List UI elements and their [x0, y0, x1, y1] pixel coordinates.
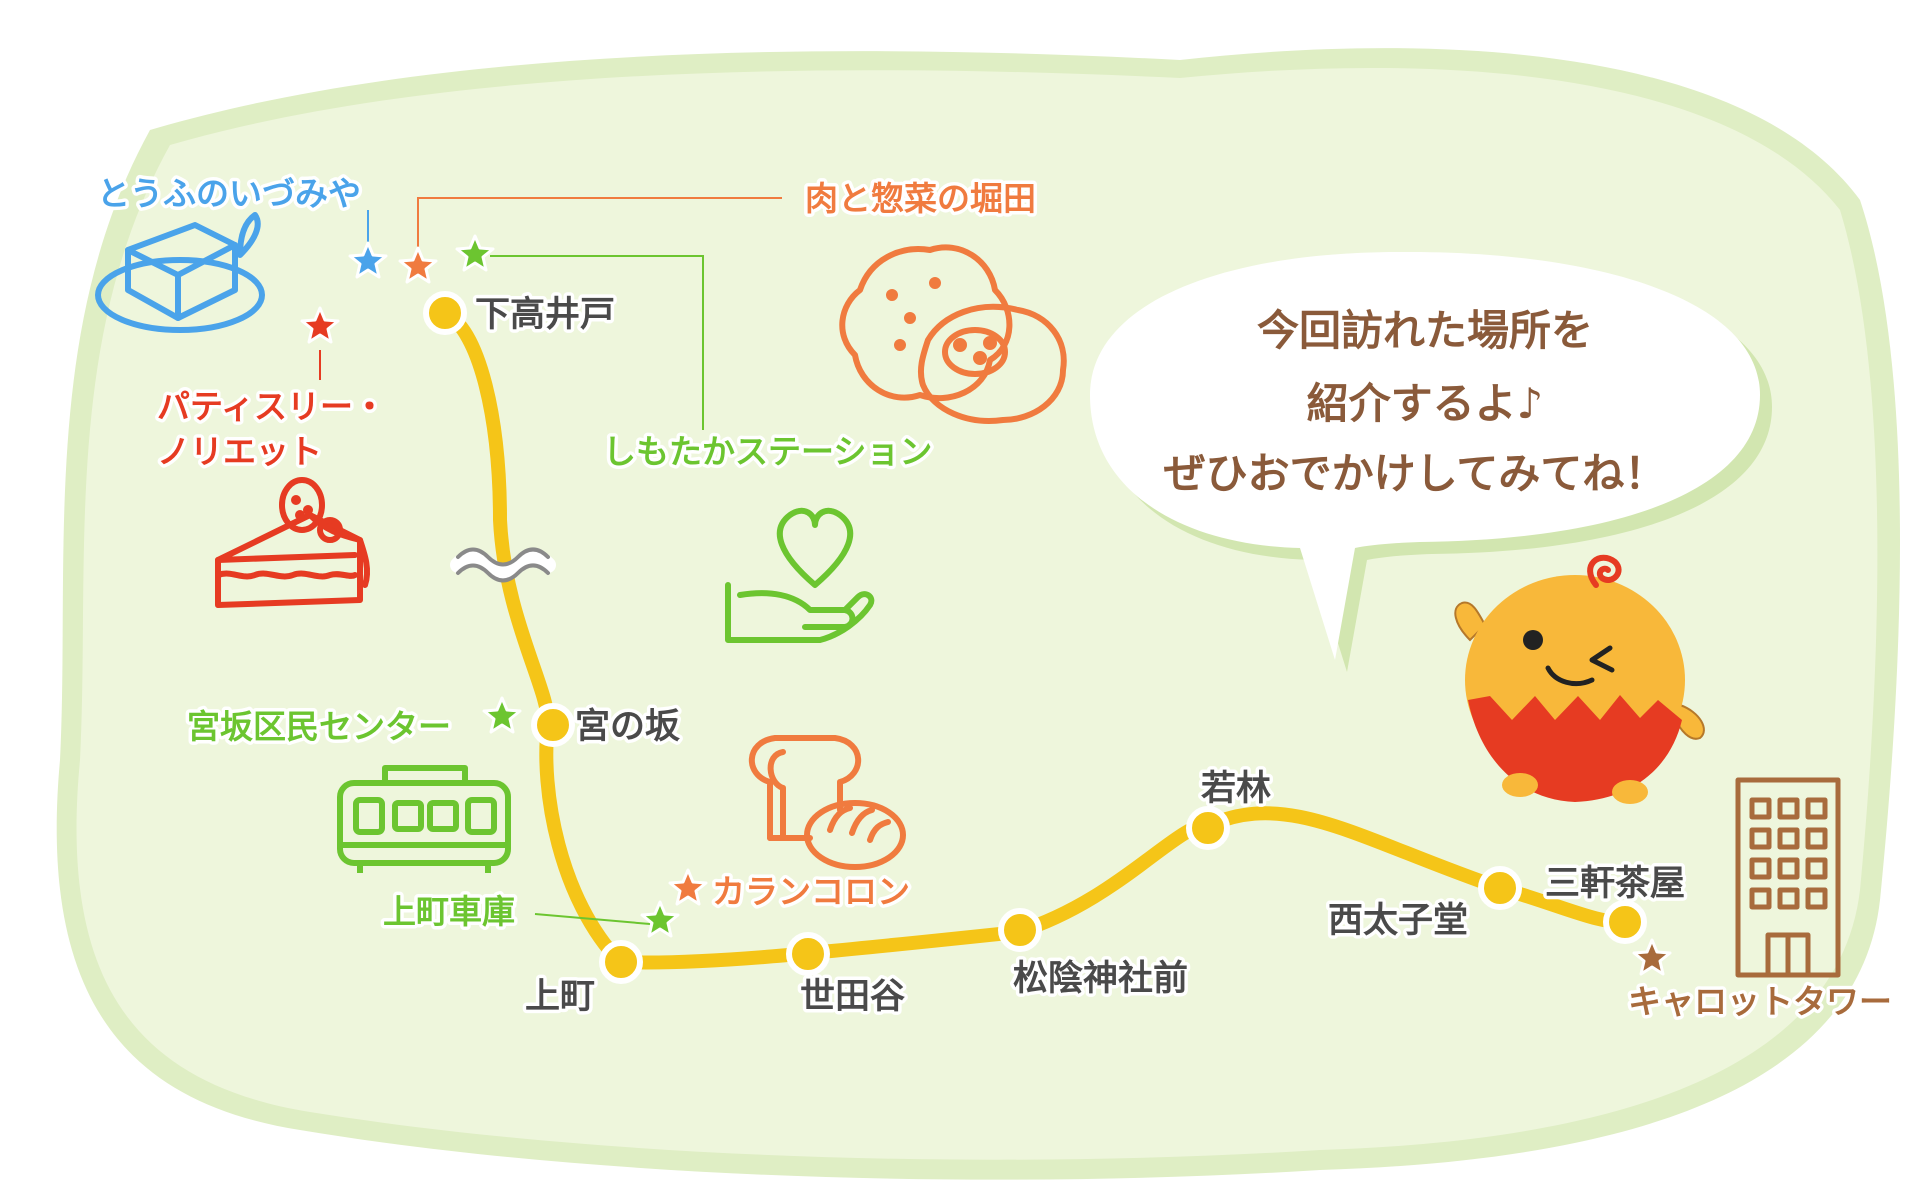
station-dot-kamimachi[interactable]: [599, 940, 643, 984]
station-label-setagaya: 世田谷: [800, 977, 905, 1017]
station-dot-shoinjinjamae[interactable]: [998, 908, 1042, 952]
cake-icon: [215, 477, 371, 608]
station-label-wakabayashi: 若林: [1201, 769, 1271, 809]
star-icon[interactable]: [640, 900, 680, 938]
mascot-icon[interactable]: [1454, 554, 1705, 804]
route-break-icon: [450, 547, 556, 583]
tofu-icon: [95, 212, 265, 333]
spot-label-patisserie-line1[interactable]: パティスリー・: [154, 384, 390, 430]
train-icon: [337, 765, 511, 873]
station-labels: 下高井戸 宮の坂 上町 世田谷 松陰神社前 若林 西太子堂 三軒茶屋: [472, 292, 1689, 1021]
station-dot-sangenjaya[interactable]: [1603, 900, 1647, 944]
speech-bubble: 今回訪れた場所を 紹介するよ♪ ぜひおでかけしてみてね！: [1090, 251, 1772, 672]
star-icon[interactable]: [348, 241, 388, 279]
station-dots: [423, 291, 1647, 984]
star-icon[interactable]: [482, 696, 522, 734]
station-dot-miyanosaka[interactable]: [531, 703, 575, 747]
croquette-icon: [839, 244, 1067, 424]
spot-labels: とうふのいづみや 肉と惣菜の堀田 しもたかステーション パティスリー・ ノリエッ…: [94, 171, 1896, 1025]
station-dot-nishitaishido[interactable]: [1478, 866, 1522, 910]
building-icon: [1735, 777, 1841, 978]
spot-label-tofu[interactable]: とうふのいづみや: [94, 171, 365, 217]
station-label-shimotakaido: 下高井戸: [475, 295, 615, 335]
bubble-line-2: 紹介するよ♪: [1307, 379, 1544, 428]
spot-label-horita[interactable]: 肉と惣菜の堀田: [802, 176, 1040, 222]
bubble-line-1: 今回訪れた場所を: [1257, 306, 1593, 355]
station-dot-shimotakaido[interactable]: [423, 291, 467, 335]
leader-lines: [319, 197, 782, 925]
station-label-miyanosaka: 宮の坂: [575, 707, 680, 747]
station-dot-wakabayashi[interactable]: [1186, 806, 1230, 850]
station-label-kamimachi: 上町: [525, 977, 595, 1017]
spot-label-shimotaka-station[interactable]: しもたかステーション: [600, 429, 936, 475]
star-icon[interactable]: [398, 246, 438, 284]
station-label-sangenjaya: 三軒茶屋: [1545, 864, 1685, 904]
spot-label-patisserie-line2[interactable]: ノリエット: [154, 429, 326, 475]
bread-icon: [748, 735, 906, 870]
spot-label-karankoron[interactable]: カランコロン: [709, 869, 914, 915]
star-icon[interactable]: [1632, 938, 1672, 976]
star-icon[interactable]: [300, 306, 340, 344]
route-line: [438, 306, 1635, 970]
station-label-nishitaishido: 西太子堂: [1328, 901, 1468, 941]
spot-label-kamimachi-depot[interactable]: 上町車庫: [380, 889, 519, 935]
heart-hand-icon: [725, 507, 875, 643]
spot-label-carrot-tower[interactable]: キャロットタワー: [1625, 979, 1896, 1025]
spot-stars: [300, 234, 1672, 976]
star-icon[interactable]: [668, 868, 708, 906]
spot-label-miyasaka-center[interactable]: 宮坂区民センター: [184, 704, 455, 750]
star-icon[interactable]: [455, 234, 495, 272]
station-label-shoinjinjamae: 松陰神社前: [1013, 959, 1188, 999]
bubble-line-3: ぜひおでかけしてみてね！: [1164, 449, 1667, 498]
station-dot-setagaya[interactable]: [786, 932, 830, 976]
